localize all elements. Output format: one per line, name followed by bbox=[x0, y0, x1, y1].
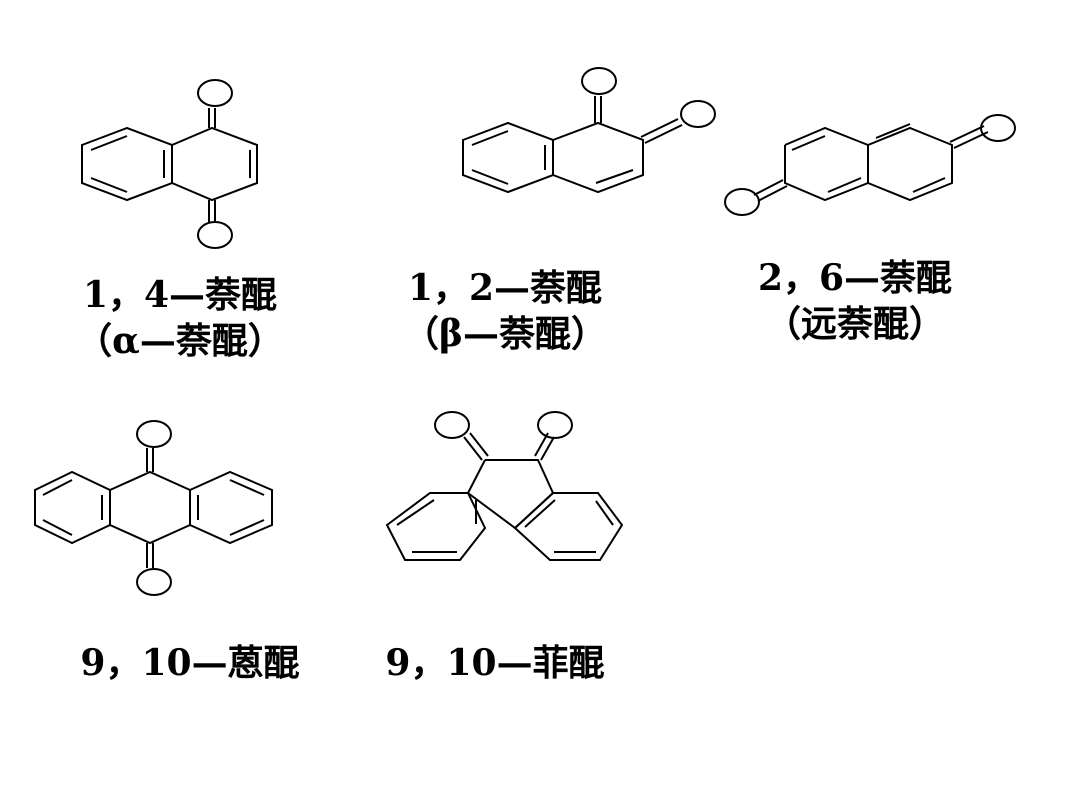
compound-label: 9，10—菲醌 bbox=[385, 642, 605, 684]
structure-1-4-naphthoquinone bbox=[81, 79, 258, 249]
oxygen-atom bbox=[434, 411, 470, 439]
structure-9-10-anthraquinone bbox=[34, 420, 273, 596]
compound-alias: （远萘醌） bbox=[764, 303, 945, 345]
oxygen-atom bbox=[136, 420, 172, 448]
caption-9-10-anthraquinone: 9，10—蒽醌 bbox=[70, 640, 310, 686]
compound-label: 1，2—萘醌 bbox=[407, 267, 603, 309]
oxygen-atom bbox=[680, 100, 716, 128]
caption-1-4-naphthoquinone: 1，4—萘醌 （α—萘醌） bbox=[70, 272, 290, 364]
oxygen-atom bbox=[136, 568, 172, 596]
structure-9-10-phenanthrenequinone bbox=[385, 411, 624, 561]
oxygen-atom bbox=[581, 67, 617, 95]
oxygen-atom bbox=[537, 411, 573, 439]
compound-alias: （α—萘醌） bbox=[76, 320, 284, 362]
caption-9-10-phenanthrenequinone: 9，10—菲醌 bbox=[375, 640, 615, 686]
caption-2-6-naphthoquinone: 2，6—萘醌 （远萘醌） bbox=[745, 255, 965, 347]
compound-alias: （β—萘醌） bbox=[403, 313, 607, 355]
compound-label: 1，4—萘醌 bbox=[82, 274, 278, 316]
oxygen-atom bbox=[980, 114, 1016, 142]
oxygen-atom bbox=[197, 79, 233, 107]
compound-label: 2，6—萘醌 bbox=[757, 257, 953, 299]
compound-label: 9，10—蒽醌 bbox=[80, 642, 300, 684]
caption-1-2-naphthoquinone: 1，2—萘醌 （β—萘醌） bbox=[395, 265, 615, 357]
oxygen-atom bbox=[724, 188, 760, 216]
oxygen-atom bbox=[197, 221, 233, 249]
structure-1-2-naphthoquinone bbox=[462, 67, 716, 194]
structure-2-6-naphthoquinone bbox=[724, 114, 1016, 216]
